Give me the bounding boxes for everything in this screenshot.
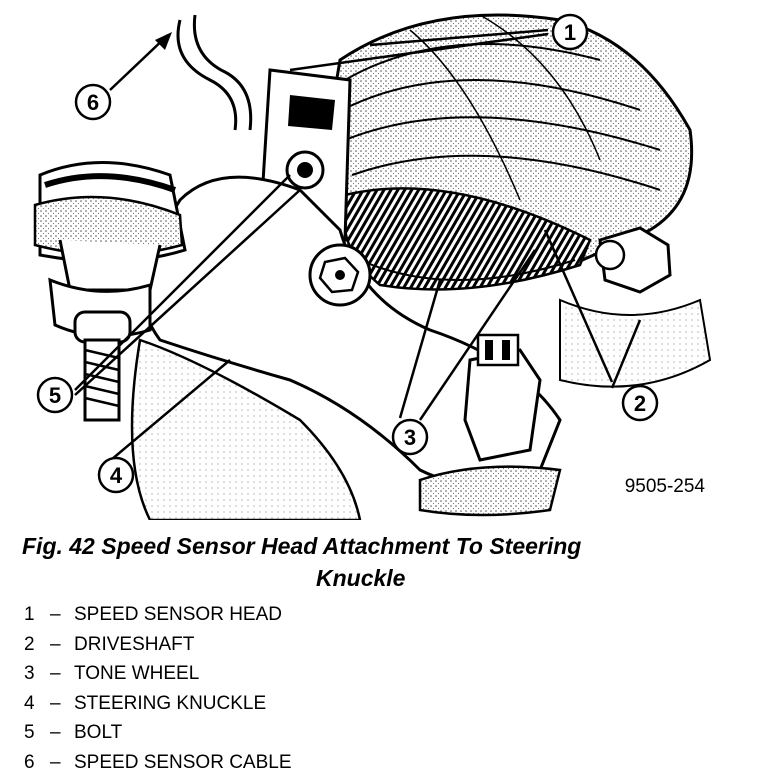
figure-caption: Fig. 42 Speed Sensor Head Attachment To … [0, 530, 768, 594]
legend-item: 3–TONE WHEEL [24, 659, 292, 689]
legend-item: 4–STEERING KNUCKLE [24, 689, 292, 719]
svg-text:3: 3 [404, 425, 416, 450]
callout-4: 4 [99, 458, 133, 492]
legend-item: 2–DRIVESHAFT [24, 630, 292, 660]
svg-text:2: 2 [634, 391, 646, 416]
callout-6: 6 [76, 85, 110, 119]
diagram-figure: 1 2 3 4 5 6 9505-254 [0, 0, 768, 520]
side-nut [596, 228, 670, 292]
legend-item: 5–BOLT [24, 718, 292, 748]
bolt [75, 312, 130, 420]
callout-1: 1 [553, 15, 587, 49]
callout-3: 3 [393, 420, 427, 454]
legend-item: 6–SPEED SENSOR CABLE [24, 748, 292, 777]
caption-line-1: Fig. 42 Speed Sensor Head Attachment To … [0, 530, 768, 562]
svg-text:6: 6 [87, 90, 99, 115]
legend-list: 1–SPEED SENSOR HEAD 2–DRIVESHAFT 3–TONE … [24, 600, 292, 777]
svg-text:4: 4 [110, 463, 123, 488]
speed-sensor-cable [178, 15, 251, 130]
figure-code: 9505-254 [625, 476, 706, 497]
cable-arrow [155, 32, 172, 50]
svg-text:5: 5 [49, 383, 61, 408]
callout-5: 5 [38, 378, 72, 412]
caption-line-2: Knuckle [0, 562, 768, 594]
svg-text:1: 1 [564, 20, 576, 45]
callout-2: 2 [623, 386, 657, 420]
legend-item: 1–SPEED SENSOR HEAD [24, 600, 292, 630]
center-bolt [310, 245, 370, 305]
